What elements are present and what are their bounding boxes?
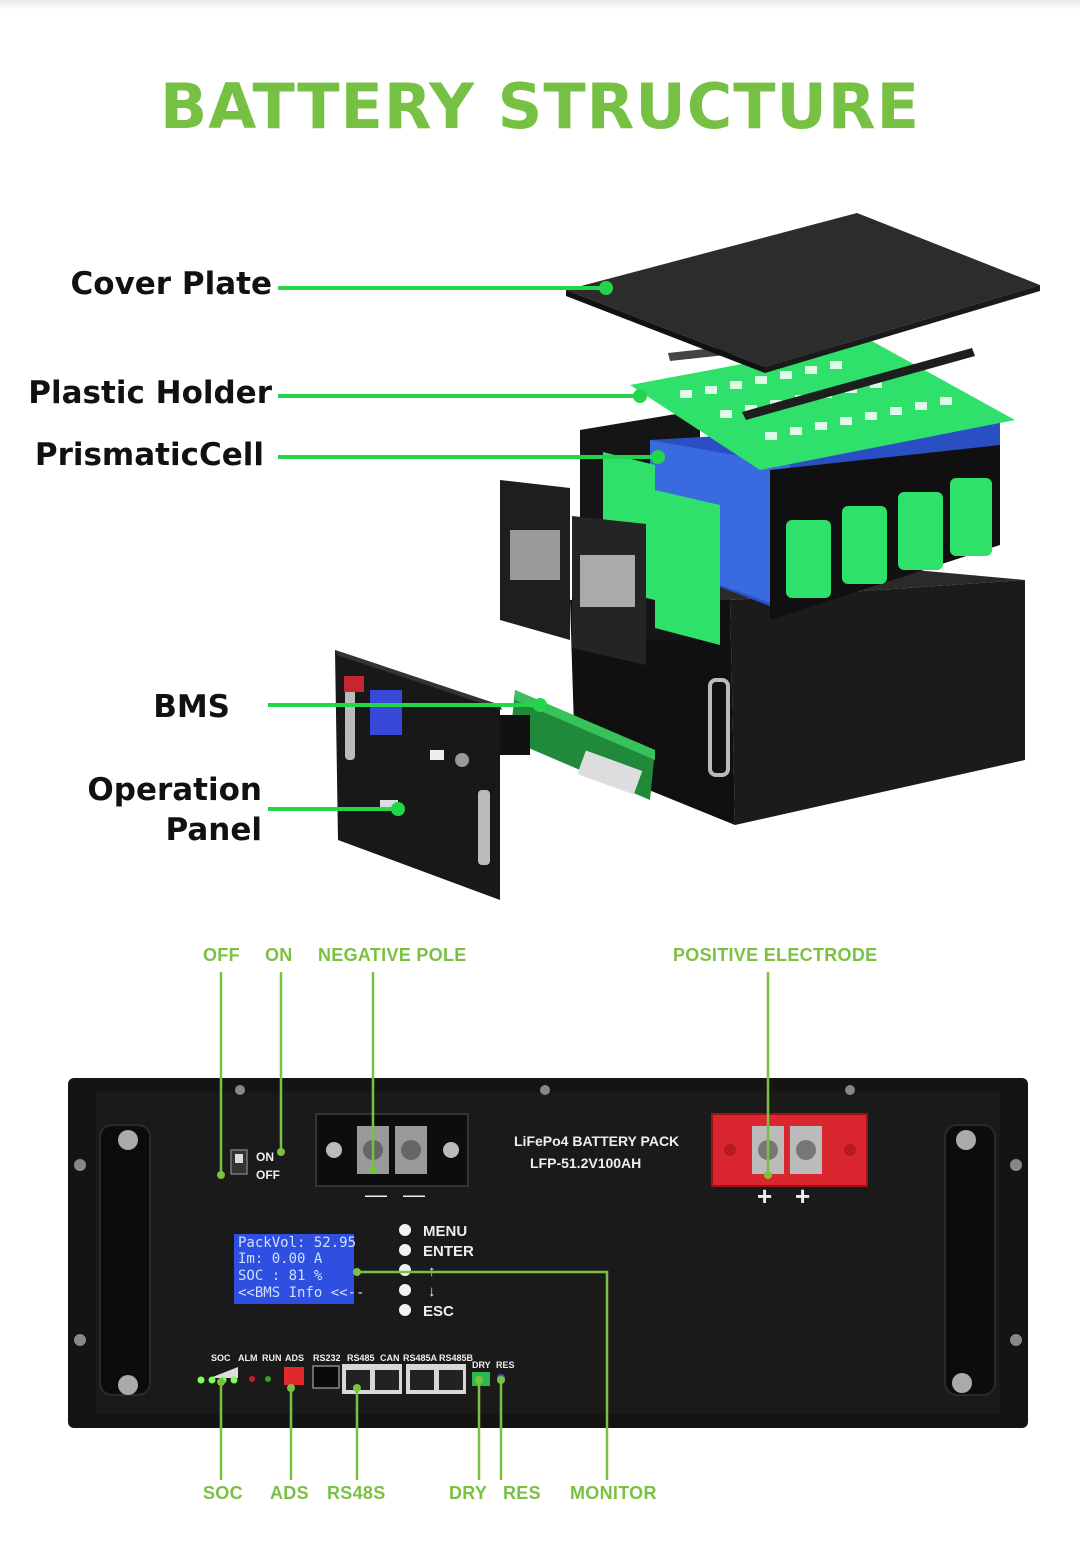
port-label-rs485: RS485 xyxy=(347,1353,375,1363)
callout-positive-electrode: POSITIVE ELECTRODE xyxy=(673,945,878,965)
label-operation-panel-line2: Panel xyxy=(165,812,262,848)
page-title: BATTERY STRUCTURE xyxy=(160,70,920,143)
handle-left xyxy=(99,1124,151,1396)
label-bms: BMS xyxy=(153,689,230,725)
label-cover-plate: Cover Plate xyxy=(70,266,272,302)
panel-screws xyxy=(74,1085,1022,1346)
power-switch xyxy=(230,1149,248,1175)
panel-leader-lines xyxy=(219,972,770,1480)
neg-sign-1: — xyxy=(365,1182,387,1207)
port-label-alm: ALM xyxy=(238,1353,258,1363)
top-shadow-bar xyxy=(0,0,1080,10)
port-labels: SOC ALM RUN ADS RS232 RS485 CAN RS485A R… xyxy=(211,1353,515,1370)
label-operation-panel-line1: Operation xyxy=(87,772,262,808)
callout-rs485: RS48S xyxy=(327,1483,386,1503)
res-button xyxy=(497,1374,505,1382)
label-prismatic-cell: PrismaticCell xyxy=(34,437,264,473)
run-led xyxy=(265,1376,271,1382)
lcd-line-3: SOC : 81 % xyxy=(238,1268,323,1284)
rj45-ports xyxy=(312,1364,466,1394)
ads-dip-switch xyxy=(284,1367,304,1385)
side-brackets xyxy=(500,480,646,665)
front-panel-body xyxy=(68,1078,1028,1428)
leader-line-dots xyxy=(391,281,665,816)
lcd-line-1: PackVol: 52.95 xyxy=(238,1235,356,1251)
port-label-rs485a: RS485A xyxy=(403,1353,438,1363)
lcd-buttons xyxy=(399,1224,411,1316)
pos-sign-2: + xyxy=(795,1181,810,1211)
callout-on: ON xyxy=(265,945,293,965)
handle-right xyxy=(944,1124,996,1396)
port-label-can: CAN xyxy=(380,1353,400,1363)
port-label-run: RUN xyxy=(262,1353,282,1363)
callout-off: OFF xyxy=(203,945,240,965)
product-name-print: LiFePo4 BATTERY PACK xyxy=(514,1133,679,1149)
button-up-label: ↑ xyxy=(428,1263,436,1280)
positive-terminal xyxy=(711,1113,868,1187)
dry-contact-port xyxy=(472,1372,490,1386)
label-plastic-holder: Plastic Holder xyxy=(28,375,272,411)
neg-sign-2: — xyxy=(403,1182,425,1207)
port-label-ads: ADS xyxy=(285,1353,304,1363)
callout-ads: ADS xyxy=(270,1483,309,1503)
exploded-battery-illustration xyxy=(268,213,1040,900)
panel-leader-dots xyxy=(217,1148,772,1392)
callout-soc: SOC xyxy=(203,1483,243,1503)
button-enter-label: ENTER xyxy=(423,1243,474,1260)
callout-res: RES xyxy=(503,1483,541,1503)
port-label-soc: SOC xyxy=(211,1353,231,1363)
port-label-dry: DRY xyxy=(472,1360,491,1370)
lcd-line-4: <<BMS Info <<-- xyxy=(238,1285,364,1301)
lcd-display xyxy=(234,1234,354,1304)
insulation-sheet-2 xyxy=(655,490,720,645)
callout-dry: DRY xyxy=(449,1483,488,1503)
soc-ramp xyxy=(210,1367,238,1378)
button-esc-label: ESC xyxy=(423,1303,454,1320)
port-label-res: RES xyxy=(496,1360,515,1370)
busbar-top xyxy=(742,348,975,420)
switch-off-print: OFF xyxy=(256,1168,280,1182)
model-print: LFP-51.2V100AH xyxy=(530,1155,641,1171)
cover-plate xyxy=(566,213,1040,373)
button-down-label: ↓ xyxy=(428,1283,436,1300)
callout-negative-pole: NEGATIVE POLE xyxy=(318,945,467,965)
leader-lines xyxy=(268,286,658,811)
lcd-line-2: Im: 0.00 A xyxy=(238,1251,323,1267)
front-panel-face xyxy=(96,1092,1000,1414)
port-label-rs485b: RS485B xyxy=(439,1353,474,1363)
alm-led xyxy=(249,1376,255,1382)
power-switch-rocker xyxy=(235,1154,243,1163)
port-label-rs232: RS232 xyxy=(313,1353,341,1363)
switch-on-print: ON xyxy=(256,1150,274,1164)
negative-terminal xyxy=(315,1113,469,1187)
callout-monitor: MONITOR xyxy=(570,1483,657,1503)
operation-panel xyxy=(335,650,502,900)
button-menu-label: MENU xyxy=(423,1223,467,1240)
soc-leds xyxy=(197,1376,238,1384)
pos-sign-1: + xyxy=(757,1181,772,1211)
